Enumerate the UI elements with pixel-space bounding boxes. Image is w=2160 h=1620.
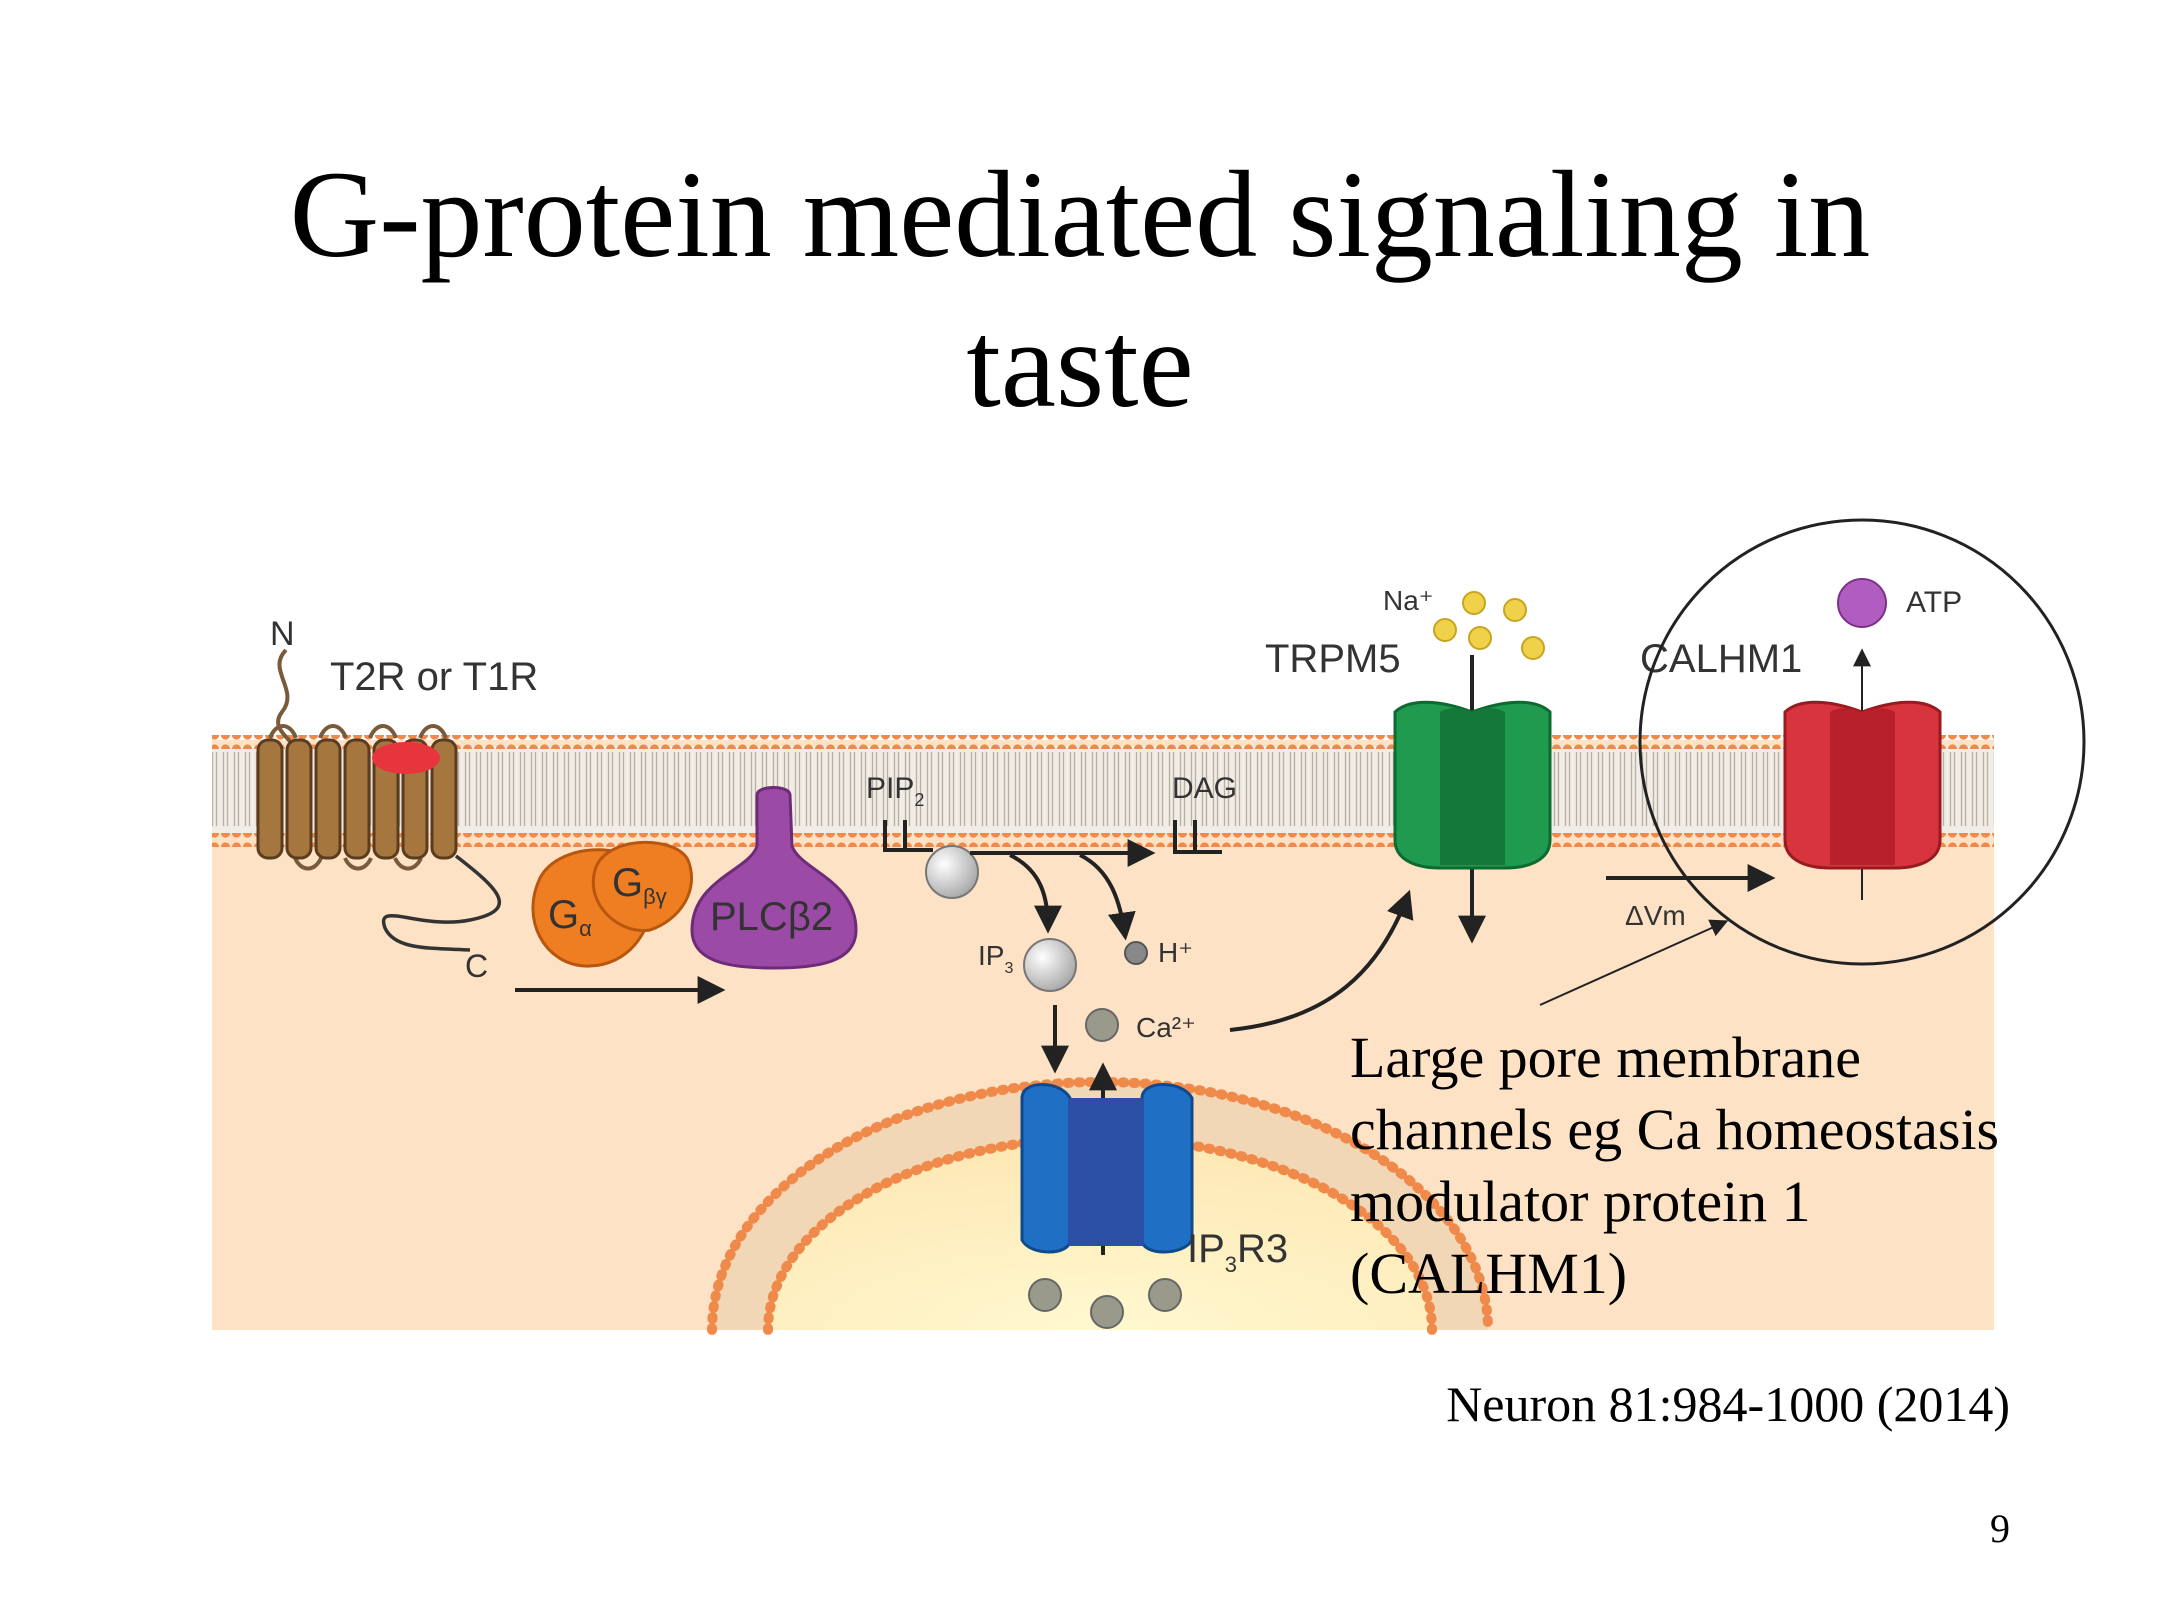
ip3r3-suffix: R3 bbox=[1237, 1227, 1288, 1271]
title-line-1: G-protein mediated signaling in bbox=[289, 146, 1871, 283]
calcium-ion bbox=[1085, 1008, 1119, 1042]
sodium-label: Na⁺ bbox=[1383, 585, 1434, 616]
g-alpha-sub: α bbox=[579, 916, 592, 941]
atp-molecule bbox=[1837, 578, 1887, 628]
c-terminus-label: C bbox=[465, 948, 488, 984]
ip3-sub: 3 bbox=[1004, 960, 1013, 977]
annotation-line-4: (CALHM1) bbox=[1350, 1241, 1628, 1306]
dag-lipid bbox=[1173, 820, 1222, 854]
h-plus-label: H⁺ bbox=[1158, 937, 1193, 968]
slide-title: G-protein mediated signaling in taste bbox=[0, 140, 2160, 440]
g-beta-gamma-sub: βγ bbox=[643, 884, 667, 909]
page-number: 9 bbox=[1990, 1506, 2010, 1551]
receptor-t2r-t1r bbox=[256, 648, 502, 952]
annotation-line-3: modulator protein 1 bbox=[1350, 1169, 1811, 1234]
ip3-molecule bbox=[1023, 938, 1077, 992]
pip2-headgroup bbox=[925, 845, 979, 899]
pip2-text: PIP bbox=[866, 772, 914, 805]
sodium-ions bbox=[1433, 591, 1545, 660]
ip3r3-sub: 3 bbox=[1225, 1252, 1237, 1277]
trpm5-label: TRPM5 bbox=[1265, 637, 1401, 681]
g-protein bbox=[531, 840, 694, 968]
plasma-membrane bbox=[212, 735, 1994, 847]
g-beta-gamma-g: G bbox=[612, 861, 643, 905]
calhm1-channel bbox=[1783, 700, 1942, 870]
calhm1-label: CALHM1 bbox=[1640, 637, 1802, 681]
ip3-text: IP bbox=[978, 940, 1004, 971]
ip3r3-ip: IP bbox=[1187, 1227, 1225, 1271]
dag-label: DAG bbox=[1172, 772, 1237, 805]
calhm1-highlight-circle bbox=[1638, 518, 2086, 966]
receptor-label: T2R or T1R bbox=[330, 655, 538, 699]
citation: Neuron 81:984-1000 (2014) bbox=[1446, 1376, 2010, 1432]
g-alpha-label: Gα bbox=[548, 893, 592, 941]
trpm5-channel bbox=[1393, 700, 1552, 870]
pip2-sub: 2 bbox=[914, 790, 924, 810]
pip2-label: PIP2 bbox=[866, 772, 924, 810]
plc-label: PLCβ2 bbox=[710, 895, 833, 939]
delta-vm-label: ΔVm bbox=[1625, 900, 1686, 931]
calhm1-annotation: Large pore membrane channels eg Ca homeo… bbox=[1350, 1022, 2130, 1310]
g-beta-gamma-label: Gβγ bbox=[612, 861, 667, 909]
h-plus-ion bbox=[1124, 941, 1148, 965]
ip3r3-label: IP3R3 bbox=[1187, 1227, 1288, 1277]
ligand-binding-site bbox=[372, 742, 440, 774]
ip3r3-channel bbox=[1020, 1083, 1194, 1254]
annotation-line-1: Large pore membrane bbox=[1350, 1025, 1862, 1090]
atp-label: ATP bbox=[1906, 586, 1962, 619]
g-alpha-g: G bbox=[548, 893, 579, 937]
annotation-line-2: channels eg Ca homeostasis bbox=[1350, 1097, 2000, 1162]
plc-beta2-enzyme bbox=[690, 786, 858, 970]
pip2-lipid bbox=[883, 820, 933, 852]
title-line-2: taste bbox=[966, 296, 1194, 433]
n-terminus-label: N bbox=[270, 615, 295, 653]
ip3-label: IP3 bbox=[978, 940, 1013, 977]
stored-calcium-ions bbox=[1028, 1278, 1182, 1329]
calcium-label: Ca²⁺ bbox=[1136, 1012, 1196, 1043]
